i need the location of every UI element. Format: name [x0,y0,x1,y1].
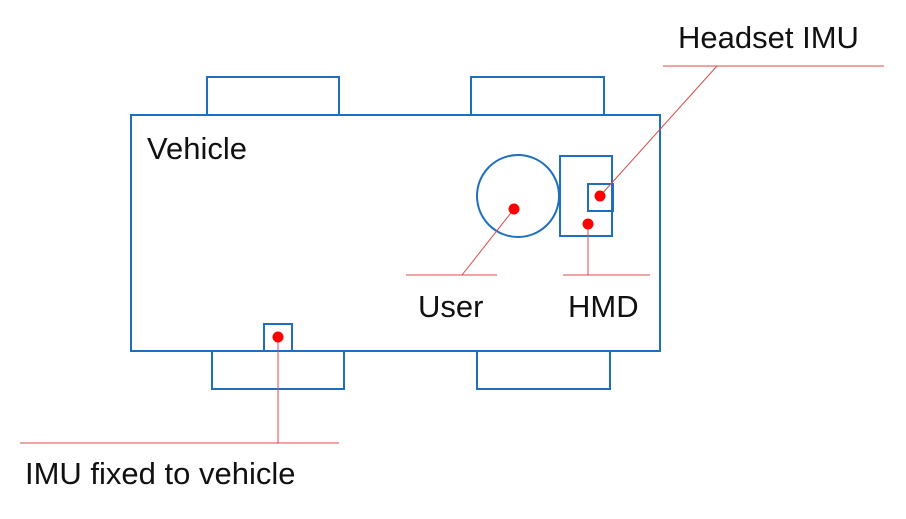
wheel-top-left [206,76,340,116]
wheel-top-right [470,76,605,116]
label-vehicle: Vehicle [147,131,247,166]
label-user: User [418,289,483,324]
headset-imu-box [587,183,614,212]
wheel-bottom-right [476,350,611,390]
user-dot [508,203,520,215]
leader-user [461,208,515,276]
leader-headset-imu [599,65,718,197]
headset-imu-dot [594,190,606,202]
label-hmd: HMD [568,289,639,324]
vehicle-imu-dot [272,331,284,343]
label-vehicle-imu: IMU fixed to vehicle [25,456,296,491]
vehicle-body [130,114,661,352]
label-headset-imu: Headset IMU [678,20,859,55]
hmd-dot [582,218,594,230]
user-head [476,154,560,238]
